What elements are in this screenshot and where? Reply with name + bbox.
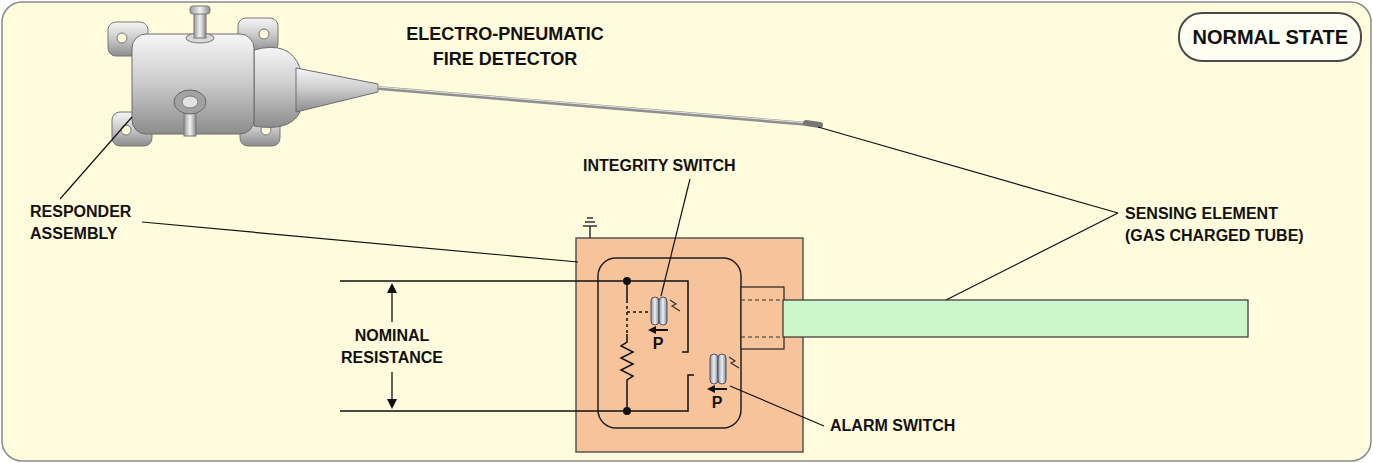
alarm-switch	[707, 385, 715, 393]
responder-body	[194, 12, 206, 38]
gas-tube	[741, 300, 783, 301]
circuit-wire	[340, 375, 694, 411]
dimension-label: NOMINAL RESISTANCE	[340, 325, 445, 370]
leader-line	[142, 222, 578, 262]
responder-body	[254, 47, 300, 127]
sensing-tube	[378, 87, 808, 123]
mounting-ear	[121, 125, 131, 135]
leader-line	[946, 213, 1118, 300]
responder-housing	[598, 258, 741, 428]
leader-line	[661, 179, 690, 296]
integrity-switch	[648, 326, 656, 334]
part-label: ALARM SWITCH	[830, 415, 958, 437]
pressure-symbol: P	[710, 392, 724, 414]
responder-body	[132, 6, 300, 136]
ground-symbol	[585, 221, 595, 223]
gas-tube	[783, 300, 1248, 337]
responder-housing	[576, 238, 803, 452]
dimension-arrow	[387, 399, 397, 409]
ground-symbol	[583, 218, 597, 238]
integrity-switch	[654, 329, 668, 331]
state-label: NORMAL STATE	[1192, 26, 1348, 49]
junction-dot	[623, 277, 631, 285]
dimension-arrow	[387, 283, 397, 409]
part-label: RESPONDER ASSEMBLY	[30, 201, 134, 246]
integrity-switch	[670, 300, 680, 311]
mounting-ear	[259, 29, 269, 39]
gas-tube	[741, 300, 1248, 337]
diagram-title: ELECTRO-PNEUMATIC FIRE DETECTOR	[405, 22, 606, 72]
ground-symbol	[583, 225, 597, 227]
integrity-switch	[659, 297, 667, 325]
alarm-switch	[729, 357, 739, 368]
dimension-arrow	[391, 372, 392, 401]
responder-body	[190, 6, 210, 14]
dimension-arrow	[387, 283, 397, 293]
alarm-switch	[713, 388, 727, 390]
alarm-switch	[710, 354, 718, 384]
responder-housing	[741, 287, 784, 349]
dimension-arrow	[391, 291, 392, 322]
leader-line	[730, 386, 824, 426]
leader-line	[60, 117, 1118, 426]
circuit-wire	[621, 334, 633, 411]
responder-body	[174, 90, 206, 114]
part-label: SENSING ELEMENT (GAS CHARGED TUBE)	[1125, 203, 1307, 248]
circuit-wire	[627, 311, 650, 313]
leader-line	[60, 117, 132, 199]
integrity-switch	[651, 297, 659, 325]
junction-dot	[623, 407, 631, 415]
mounting-ear	[117, 33, 127, 43]
ground-symbol	[587, 217, 593, 219]
circuit-wire	[340, 281, 694, 411]
part-label: INTEGRITY SWITCH	[583, 155, 739, 177]
sensing-tube	[296, 68, 378, 112]
sensing-tube	[378, 88, 808, 124]
sensing-tube	[806, 123, 820, 125]
detector-illustration	[108, 6, 820, 146]
circuit-wire	[626, 300, 628, 334]
junction-dot	[623, 277, 631, 415]
alarm-switch	[718, 354, 726, 384]
responder-body	[182, 96, 198, 108]
gas-tube	[741, 337, 783, 338]
responder-housing	[576, 238, 803, 452]
state-badge: NORMAL STATE	[1178, 12, 1362, 62]
pressure-symbol: P	[651, 333, 665, 355]
leader-line	[818, 127, 1118, 213]
ground-symbol	[589, 226, 591, 238]
sensing-tube	[296, 68, 820, 125]
integrity-switch	[648, 297, 680, 334]
